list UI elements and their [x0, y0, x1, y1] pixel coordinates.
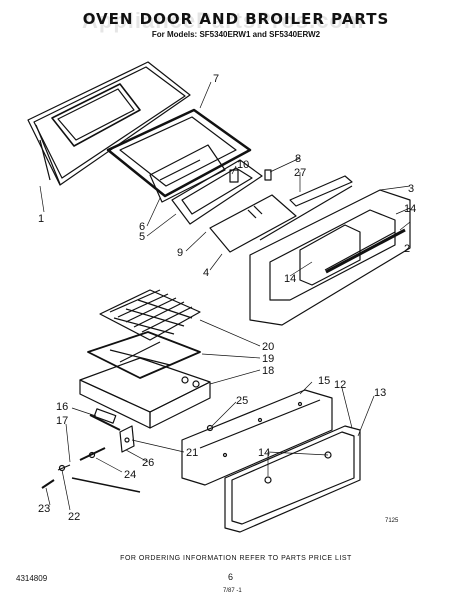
callout-labels: 1 2 3 4 5 6 7 8 9 10 12 13 14 14 14 15 1… — [38, 73, 416, 523]
callout-14-c: 14 — [258, 447, 270, 459]
callout-14-b: 14 — [284, 273, 296, 285]
callout-3: 3 — [408, 183, 414, 195]
callout-23: 23 — [38, 503, 50, 515]
screw — [206, 424, 214, 432]
figure-code: 7125 — [385, 518, 399, 524]
door-handle — [325, 228, 406, 274]
inner-door-panel — [27, 61, 191, 186]
callout-2: 2 — [404, 243, 410, 255]
callout-8: 8 — [295, 153, 301, 165]
callout-19: 19 — [262, 353, 274, 365]
document-number: 4314809 — [16, 574, 48, 583]
ordering-note: FOR ORDERING INFORMATION REFER TO PARTS … — [120, 555, 352, 562]
callout-14-a: 14 — [404, 203, 416, 215]
callout-5: 5 — [139, 231, 145, 243]
broiler-pan — [79, 357, 211, 429]
hinge-assembly — [71, 447, 141, 493]
window-frame — [171, 159, 263, 225]
callout-21: 21 — [186, 447, 198, 459]
callout-22: 22 — [68, 511, 80, 523]
callout-4: 4 — [203, 267, 209, 279]
callout-10: 10 — [237, 159, 249, 171]
drawer-back-panel — [181, 389, 333, 486]
callout-20: 20 — [262, 341, 274, 353]
callout-27: 27 — [294, 167, 306, 179]
callout-1: 1 — [38, 213, 44, 225]
callout-16: 16 — [56, 401, 68, 413]
callout-15: 15 — [318, 375, 330, 387]
broiler-rod — [89, 408, 121, 431]
callout-7: 7 — [213, 73, 219, 85]
page-title: OVEN DOOR AND BROILER PARTS — [82, 10, 390, 28]
door-top-trim — [259, 175, 353, 241]
callout-12: 12 — [334, 379, 346, 391]
leader-lines — [39, 81, 411, 511]
drawer-front — [224, 425, 361, 533]
broiler-grid — [99, 289, 201, 341]
callout-9: 9 — [177, 247, 183, 259]
door-clips — [229, 169, 272, 183]
callout-13: 13 — [374, 387, 386, 399]
bottom-mark: 7/87 -1 — [223, 588, 242, 594]
callout-6: 6 — [139, 221, 145, 233]
callout-24: 24 — [124, 469, 136, 481]
callout-26: 26 — [142, 457, 154, 469]
model-subtitle: For Models: SF5340ERW1 and SF5340ERW2 — [151, 30, 321, 39]
outer-door — [249, 189, 411, 326]
page-number: 6 — [228, 572, 234, 582]
door-gasket — [106, 108, 252, 198]
hinge-pins — [41, 464, 71, 489]
window-glass — [209, 194, 297, 253]
oven-glass — [149, 144, 226, 203]
callout-17: 17 — [56, 415, 68, 427]
watermark: AppliancePartsPros.com — [82, 8, 365, 33]
hinge-bracket — [119, 425, 135, 453]
callout-18: 18 — [262, 365, 274, 377]
callout-25: 25 — [236, 395, 248, 407]
